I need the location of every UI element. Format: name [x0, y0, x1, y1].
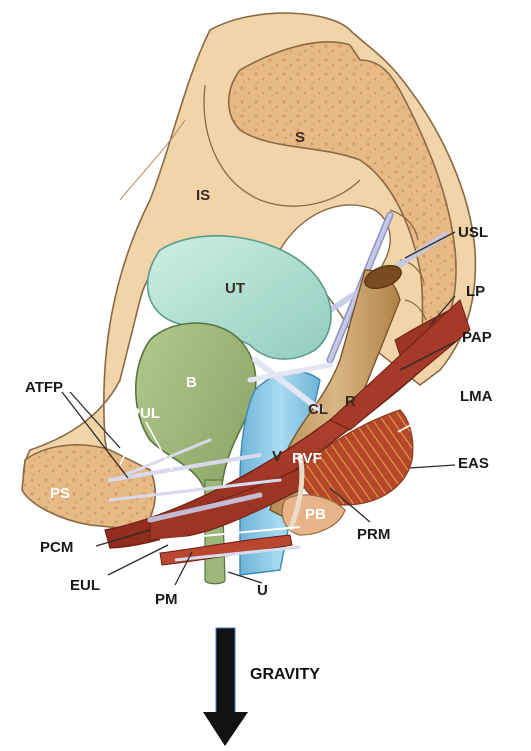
pubic-bone: [22, 445, 155, 530]
label-LP: LP: [466, 283, 485, 300]
label-LMA: LMA: [460, 388, 493, 405]
gravity-arrow: [203, 628, 248, 746]
label-S: S: [295, 129, 305, 146]
label-CL: CL: [308, 401, 328, 418]
label-PM: PM: [155, 591, 178, 608]
label-PS: PS: [50, 485, 70, 502]
label-U: U: [257, 582, 268, 599]
label-PAP: PAP: [462, 329, 492, 346]
label-EAS: EAS: [458, 455, 489, 472]
label-B: B: [186, 374, 197, 391]
label-EUL: EUL: [70, 577, 100, 594]
label-PUL: PUL: [130, 405, 160, 422]
label-IS: IS: [196, 187, 210, 204]
label-R: R: [345, 393, 356, 410]
label-PRM: PRM: [357, 526, 390, 543]
label-ATFP: ATFP: [25, 379, 63, 396]
label-PCM: PCM: [40, 539, 73, 556]
label-V: V: [272, 448, 282, 465]
label-USL: USL: [458, 224, 488, 241]
label-UT: UT: [225, 280, 245, 297]
label-PB: PB: [305, 506, 326, 523]
label-RVF: RVF: [292, 450, 322, 467]
gravity-label: GRAVITY: [250, 666, 320, 683]
